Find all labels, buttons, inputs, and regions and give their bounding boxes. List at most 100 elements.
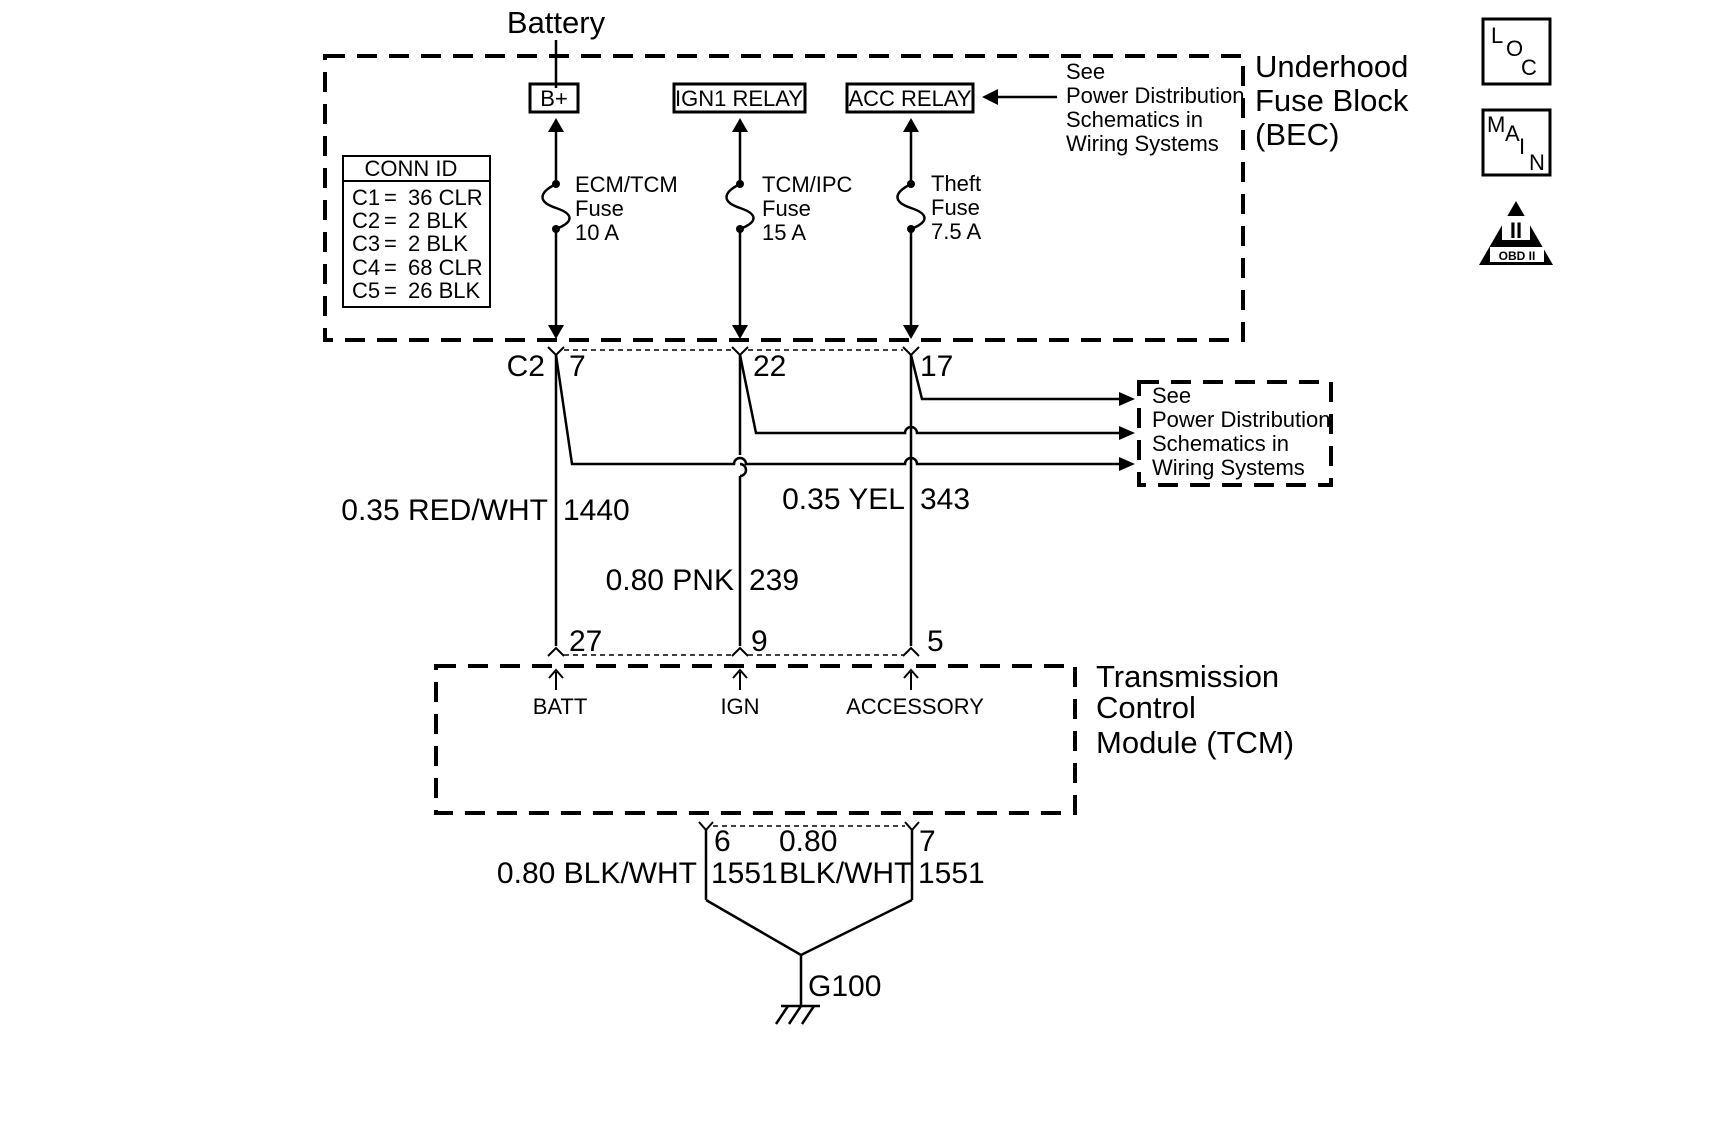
svg-text:27: 27 (569, 625, 602, 658)
svg-text:=: = (384, 185, 397, 210)
svg-text:O: O (1506, 36, 1523, 61)
fuse-block-outline (323, 54, 1245, 342)
ground-left-size-color: 0.80 BLK/WHT (497, 857, 697, 890)
source-bplus: B+ (528, 82, 580, 114)
svg-text:BATT: BATT (533, 694, 588, 719)
svg-text:6: 6 (714, 825, 731, 858)
svg-text:Module (TCM): Module (TCM) (1096, 725, 1294, 760)
fuse-tcm-ipc: TCM/IPC Fuse 15 A (725, 118, 853, 339)
svg-text:Power Distribution: Power Distribution (1066, 83, 1245, 108)
branch-arrow-3 (1119, 457, 1135, 471)
tcm-inputs: BATT IGN ACCESSORY (533, 668, 984, 719)
svg-text:Power Distribution: Power Distribution (1152, 407, 1331, 432)
power-dist-ref-note: See Power Distribution Schematics in Wir… (1152, 383, 1331, 480)
loc-icon: L O C (1481, 17, 1552, 86)
fuse-ecm-tcm: ECM/TCM Fuse 10 A (541, 118, 678, 339)
power-dist-ref-box (1137, 380, 1333, 487)
circuit-1440-number: 1440 (563, 494, 630, 527)
svg-text:=: = (384, 231, 397, 256)
svg-text:Schematics in: Schematics in (1066, 107, 1203, 132)
circuit-239-number: 239 (749, 564, 799, 597)
svg-text:See: See (1066, 59, 1105, 84)
svg-text:ACC RELAY: ACC RELAY (848, 86, 971, 111)
svg-text:L: L (1491, 23, 1503, 48)
connector-c2: C2 7 22 17 (507, 346, 953, 383)
svg-text:C: C (1521, 55, 1537, 80)
circuit-343-number: 343 (920, 483, 970, 516)
svg-text:TCM/IPC: TCM/IPC (762, 172, 853, 197)
svg-text:Wiring Systems: Wiring Systems (1152, 455, 1305, 480)
svg-text:Schematics in: Schematics in (1152, 431, 1289, 456)
svg-text:CONN ID: CONN ID (365, 156, 458, 181)
tcm-top-connector: 27 9 5 (547, 625, 944, 658)
svg-text:I: I (1519, 134, 1525, 159)
svg-text:2 BLK: 2 BLK (408, 208, 468, 233)
branch-batt-to-power-dist (554, 354, 1120, 466)
see-note-fuse-block: See Power Distribution Schematics in Wir… (1066, 59, 1245, 156)
source-ign1-relay: IGN1 RELAY (672, 82, 807, 114)
svg-text:B+: B+ (540, 86, 568, 111)
svg-text:C3: C3 (352, 231, 380, 256)
source-acc-relay: ACC RELAY (845, 82, 975, 114)
svg-text:See: See (1152, 383, 1191, 408)
ground-label: G100 (808, 970, 881, 1003)
svg-text:C2: C2 (352, 208, 380, 233)
svg-text:M: M (1487, 112, 1505, 137)
fuse-theft: Theft Fuse 7.5 A (896, 118, 981, 339)
ground-right-number: 1551 (918, 857, 985, 890)
battery-label: Battery (507, 5, 606, 40)
svg-text:=: = (384, 278, 397, 303)
svg-text:17: 17 (920, 350, 953, 383)
svg-text:Fuse: Fuse (762, 196, 811, 221)
obd-ii-icon: II OBD II (1479, 201, 1553, 265)
svg-text:IGN1 RELAY: IGN1 RELAY (675, 86, 803, 111)
conn-id-table: CONN ID C1 = 36 CLR C2 = 2 BLK C3 = 2 BL… (342, 155, 491, 308)
svg-text:A: A (1505, 121, 1520, 146)
svg-text:=: = (384, 255, 397, 280)
svg-text:Underhood: Underhood (1255, 49, 1408, 84)
branch-theft-to-power-dist (909, 354, 1120, 401)
svg-text:10 A: 10 A (575, 220, 619, 245)
tcm-bottom-connector: 6 7 (698, 821, 936, 858)
svg-text:OBD II: OBD II (1499, 249, 1536, 263)
svg-text:=: = (384, 208, 397, 233)
svg-text:C5: C5 (352, 278, 380, 303)
circuit-343-size-color: 0.35 YEL (782, 483, 905, 516)
ground-symbol-icon (774, 1004, 820, 1025)
tcm-title: Transmission Control Module (TCM) (1096, 659, 1294, 760)
branch-arrow-2 (1119, 426, 1135, 440)
svg-text:9: 9 (751, 625, 768, 658)
svg-text:Theft: Theft (931, 171, 981, 196)
svg-text:C2: C2 (507, 350, 545, 383)
ground-splice (705, 898, 913, 957)
svg-text:C4: C4 (352, 255, 380, 280)
svg-text:Transmission: Transmission (1096, 659, 1279, 694)
svg-text:(BEC): (BEC) (1255, 117, 1339, 152)
svg-text:5: 5 (927, 625, 944, 658)
svg-text:ACCESSORY: ACCESSORY (846, 694, 984, 719)
svg-text:II: II (1510, 218, 1522, 243)
svg-text:Fuse Block: Fuse Block (1255, 83, 1409, 118)
wire-pnk-239-hop (739, 462, 748, 478)
ground-right-size: 0.80 (779, 825, 837, 858)
svg-text:7: 7 (919, 825, 936, 858)
svg-text:7.5 A: 7.5 A (931, 219, 981, 244)
svg-text:Control: Control (1096, 690, 1196, 725)
tcm-outline (434, 664, 1077, 815)
branch-arrow-1 (1119, 392, 1135, 406)
svg-text:Fuse: Fuse (575, 196, 624, 221)
circuit-1440-size-color: 0.35 RED/WHT (341, 494, 548, 527)
ground-right-color: BLK/WHT (779, 857, 912, 890)
svg-text:IGN: IGN (720, 694, 759, 719)
svg-text:2 BLK: 2 BLK (408, 231, 468, 256)
fuse-block-title: Underhood Fuse Block (BEC) (1255, 49, 1409, 152)
svg-text:36 CLR: 36 CLR (408, 185, 483, 210)
svg-text:C1: C1 (352, 185, 380, 210)
svg-text:15 A: 15 A (762, 220, 806, 245)
svg-text:N: N (1529, 150, 1545, 175)
svg-text:7: 7 (569, 350, 586, 383)
svg-text:68 CLR: 68 CLR (408, 255, 483, 280)
branch-ign-to-power-dist (738, 354, 1120, 435)
svg-text:26 BLK: 26 BLK (408, 278, 480, 303)
